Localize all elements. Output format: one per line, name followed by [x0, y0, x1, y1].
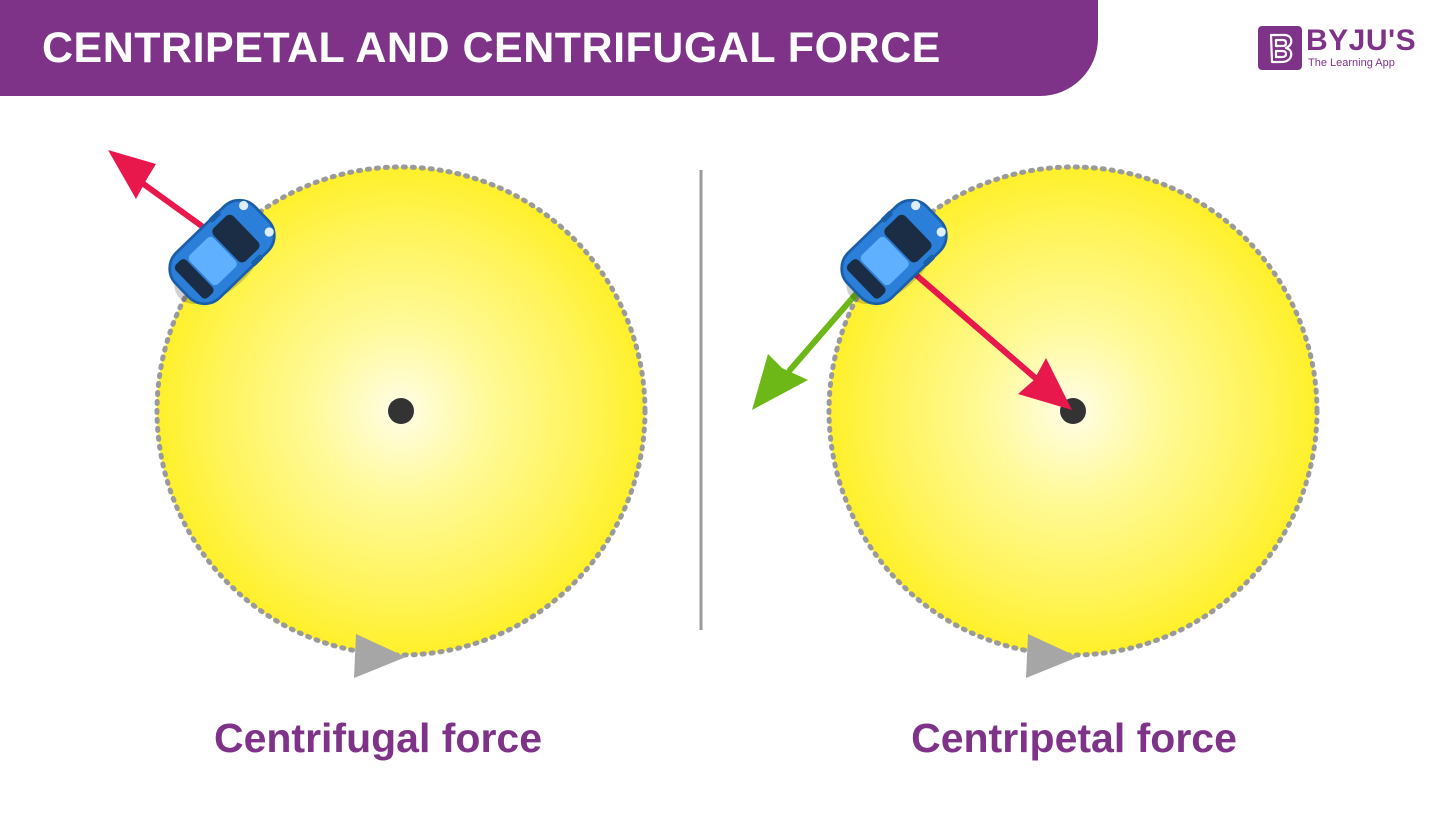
- outward-force-arrow: [108, 150, 213, 235]
- centripetal-caption: Centripetal force: [911, 715, 1237, 761]
- centripetal-panel: [752, 164, 1320, 678]
- centrifugal-caption: Centrifugal force: [213, 715, 543, 761]
- byjus-logo-icon: [1258, 26, 1302, 70]
- direction-arrow-icon-right: [1026, 634, 1078, 678]
- center-point-left: [388, 398, 414, 424]
- logo-tagline: The Learning App: [1308, 57, 1395, 69]
- dotted-path-right: [826, 164, 1320, 658]
- dotted-path-left: [154, 164, 648, 658]
- title-banner: CENTRIPETAL AND CENTRIFUGAL FORCE: [0, 0, 1098, 96]
- page-title: CENTRIPETAL AND CENTRIFUGAL FORCE: [42, 24, 941, 72]
- direction-arrow-icon-left: [354, 634, 406, 678]
- centrifugal-panel: [108, 150, 648, 678]
- tangent-velocity-arrow: [752, 291, 859, 410]
- inward-force-arrow: [905, 265, 1072, 410]
- logo-name: BYJU'S: [1306, 24, 1417, 57]
- byjus-logo: BYJU'S The Learning App: [1258, 24, 1428, 74]
